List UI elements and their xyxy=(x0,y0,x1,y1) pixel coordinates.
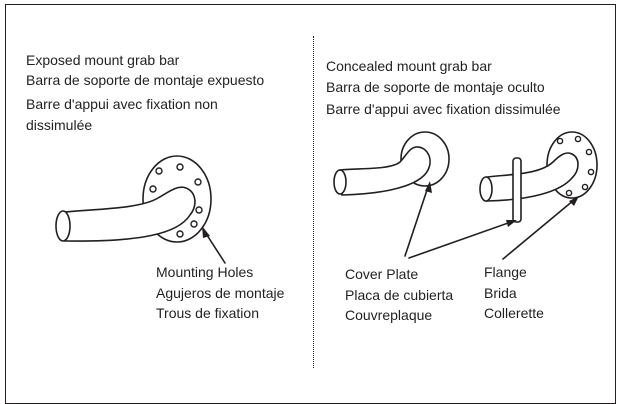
concealed-grab-bar-tube xyxy=(339,146,431,196)
flange-es: Brida xyxy=(484,284,517,301)
left-title-fr-cont: dissimulée xyxy=(26,117,93,133)
flange-fr: Collerette xyxy=(484,305,544,321)
exposed-mount-bar-drawing xyxy=(55,155,226,264)
flange-bar-drawing xyxy=(479,131,598,223)
mounting-holes-fr: Trous de fixation xyxy=(156,305,259,321)
exposed-grab-bar-tube xyxy=(64,186,196,242)
cover-plate-es: Placa de cubierta xyxy=(345,286,454,303)
mounting-holes-arrow xyxy=(204,231,226,264)
mounting-holes-en: Mounting Holes xyxy=(156,264,254,280)
flange-arrow xyxy=(502,196,579,260)
right-title-en: Concealed mount grab bar xyxy=(326,58,492,74)
left-title-es: Barra de soporte de montaje expuesto xyxy=(26,72,265,88)
concealed-mount-bar-drawing xyxy=(333,131,450,196)
cover-plate-en: Cover Plate xyxy=(345,266,419,282)
flange-tube-end xyxy=(479,176,493,202)
mounting-holes-label: Mounting Holes Agujeros de montaje Trous… xyxy=(156,262,284,324)
exposed-tube-end xyxy=(55,210,71,242)
flange-label: Flange Brida Collerette xyxy=(484,262,544,324)
left-title-fr: Barre d'appui avec fixation non xyxy=(26,96,218,112)
mounting-holes-es: Agujeros de montaje xyxy=(156,284,285,301)
cover-plate-label: Cover Plate Placa de cubierta Couvreplaq… xyxy=(345,264,453,326)
flange-en: Flange xyxy=(484,264,527,280)
right-title-fr: Barre d'appui avec fixation dissimulée xyxy=(326,101,561,117)
cover-plate-fr: Couvreplaque xyxy=(345,307,433,323)
concealed-tube-end xyxy=(333,169,347,195)
cover-plate-ring xyxy=(512,157,522,223)
flange-grab-bar-tube xyxy=(486,152,579,202)
right-title-es: Barra de soporte de montaje oculto xyxy=(326,79,545,95)
left-title-en: Exposed mount grab bar xyxy=(26,52,180,68)
section-divider xyxy=(313,36,314,368)
cover-plate-arrows xyxy=(404,181,517,259)
